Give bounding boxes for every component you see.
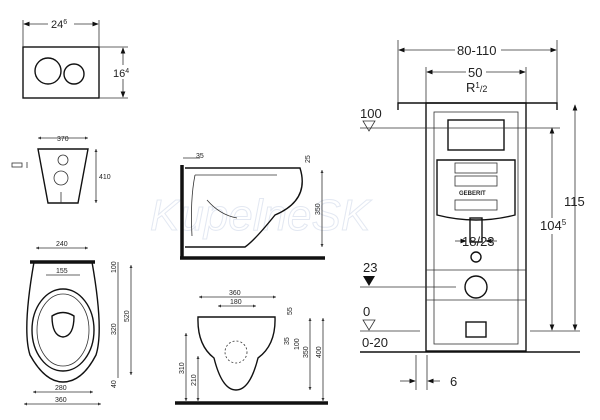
top-d520: 520: [124, 310, 131, 322]
front-d35: 35: [284, 337, 291, 345]
front-d210: 210: [191, 374, 198, 386]
level-0: 0: [363, 304, 370, 319]
floor-range: 0-20: [362, 335, 388, 350]
side-view: 35 25 350: [180, 153, 325, 260]
front-d350: 350: [303, 346, 310, 358]
flush-plate-height: 164: [113, 68, 129, 80]
wall-plate-width: 370: [57, 136, 69, 143]
side-offset: 35: [196, 153, 204, 160]
side-height: 350: [315, 203, 322, 215]
flush-plate-view: 246 164: [22, 16, 136, 99]
frame-width-range: 80-110: [457, 43, 497, 58]
hole-spacing: 155: [56, 268, 68, 275]
brand-logo: GEBERIT: [459, 191, 486, 197]
seat-width: 240: [56, 241, 68, 248]
installation-frame-view: 80-110 50 R1/2 GEBERIT 18/23 100 23 0 0-…: [360, 40, 585, 390]
water-supply-label: R1/2: [466, 80, 487, 95]
top-view: 240 155 100 320 40 520 280 360: [24, 241, 133, 406]
flush-plate: [22, 46, 100, 99]
front-d55: 55: [287, 307, 294, 315]
inner-width: 280: [55, 385, 67, 392]
small-flush-button: [63, 63, 85, 85]
front-width: 360: [229, 290, 241, 297]
outer-width: 360: [55, 397, 67, 404]
level-23: 23: [363, 260, 377, 275]
top-d320: 320: [111, 323, 118, 335]
front-d100: 100: [294, 338, 301, 350]
flush-plate-height-level: 1045: [540, 218, 567, 233]
wall-plate-view: 370 410: [11, 136, 111, 204]
front-d310: 310: [179, 362, 186, 374]
top-d100: 100: [111, 261, 118, 273]
large-flush-button: [34, 57, 62, 85]
top-d40: 40: [111, 380, 118, 388]
level-100: 100: [360, 106, 382, 121]
side-top: 25: [305, 155, 312, 163]
frame-inner-width: 50: [468, 65, 482, 80]
wall-plate-height: 410: [99, 174, 111, 181]
frame-total-height: 115: [564, 194, 585, 209]
front-hole-spacing: 180: [230, 299, 242, 306]
frame-offset: 6: [450, 374, 457, 389]
pipe-diameter: 18/23: [462, 234, 495, 249]
flush-plate-width: 246: [51, 19, 67, 31]
front-d400: 400: [316, 346, 323, 358]
front-view: 360 180 55 35 100 350 400 310 210: [175, 290, 328, 405]
